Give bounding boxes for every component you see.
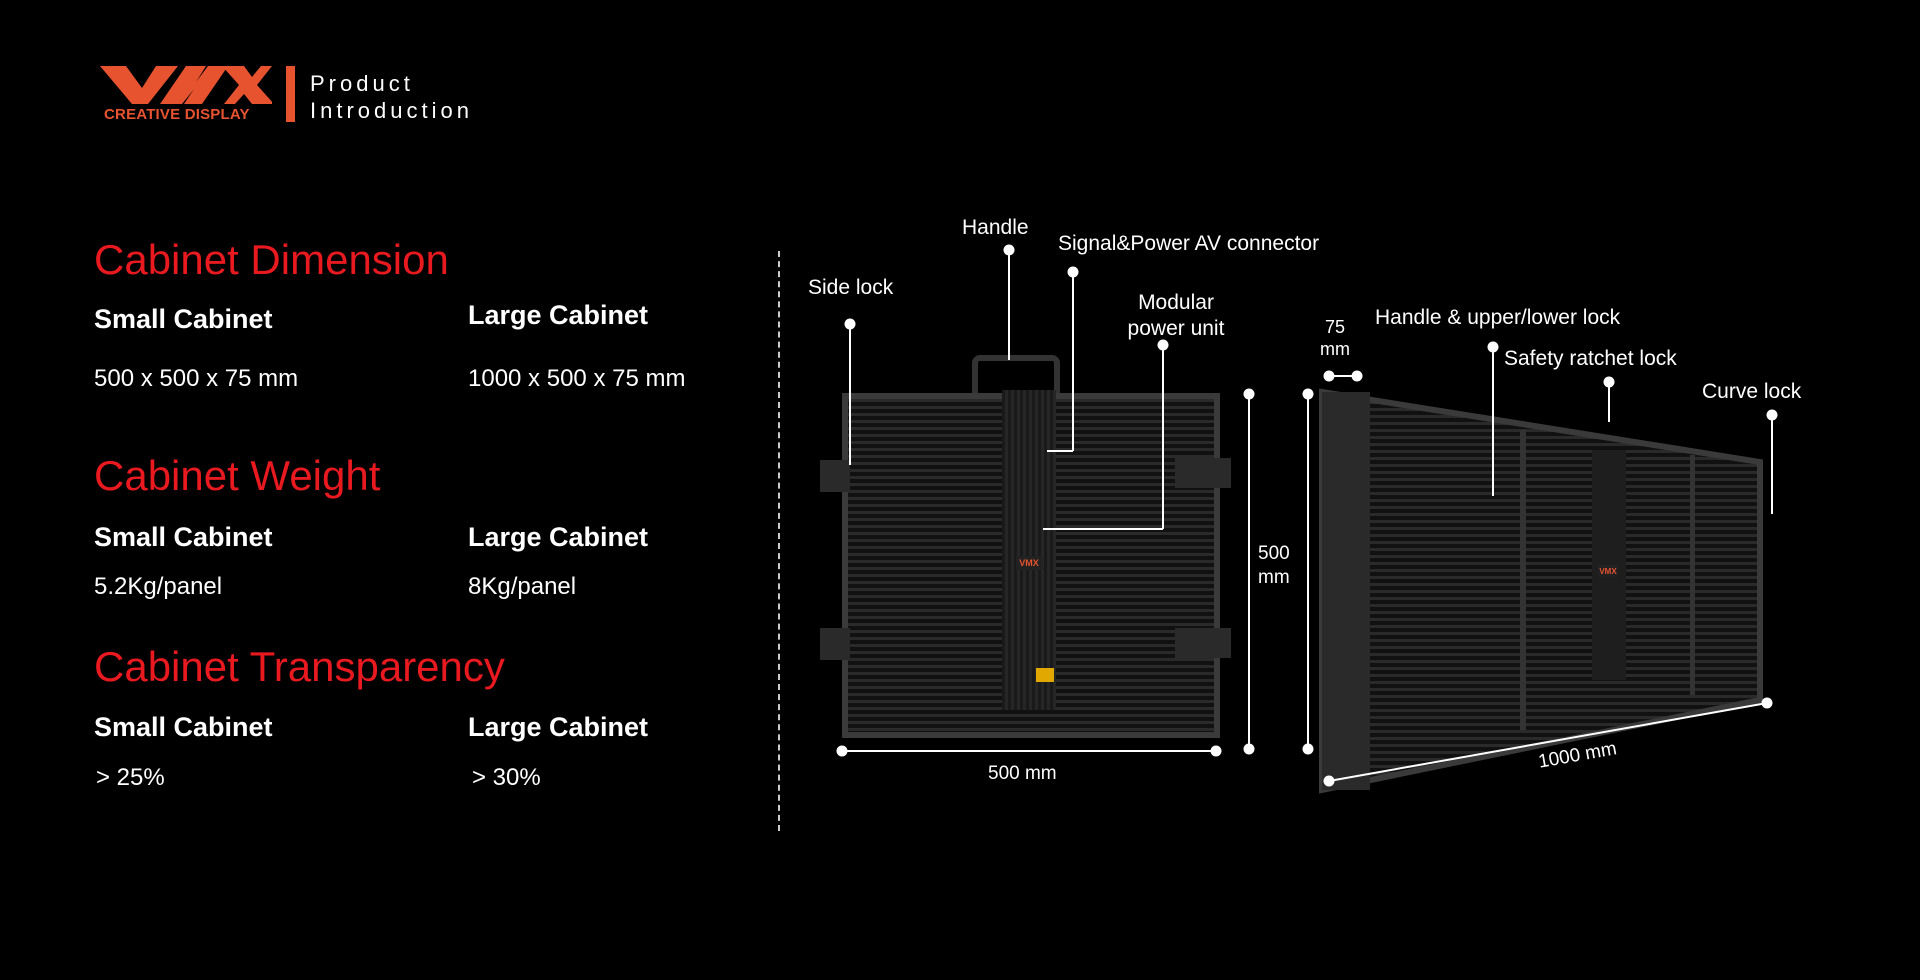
callout-line xyxy=(1047,450,1073,452)
callout-line xyxy=(1492,347,1494,496)
large-height-dimension-line xyxy=(1307,394,1309,749)
dimension-dot xyxy=(1302,743,1314,755)
callout-line xyxy=(1072,272,1074,451)
weight-heading: Cabinet Weight xyxy=(94,452,381,499)
dimension-dot xyxy=(1351,370,1363,382)
label-power-unit: Modular power unit xyxy=(1114,290,1238,342)
vmx-logo xyxy=(100,66,272,104)
label-ratchet-lock: Safety ratchet lock xyxy=(1504,347,1677,370)
power-unit-graphic xyxy=(1002,390,1056,710)
dimension-heading: Cabinet Dimension xyxy=(94,236,449,283)
label-side-lock: Side lock xyxy=(808,276,894,299)
weight-small-value: 5.2Kg/panel xyxy=(94,573,223,600)
callout-line xyxy=(1162,345,1164,529)
dimension-small-label: Small Cabinet xyxy=(94,304,273,334)
weight-large-label: Large Cabinet xyxy=(468,522,649,552)
label-small-width: 500 mm xyxy=(988,763,1057,784)
width-dimension-line xyxy=(842,750,1216,752)
label-connector: Signal&Power AV connector xyxy=(1058,232,1320,255)
depth-unit: mm xyxy=(1320,339,1350,359)
label-power-unit-line1: Modular xyxy=(1138,291,1214,314)
svg-text:VMX: VMX xyxy=(1599,567,1617,576)
label-handle: Handle xyxy=(962,216,1029,239)
curve-lock-graphic xyxy=(1175,458,1231,488)
dimension-large-label: Large Cabinet xyxy=(468,300,649,330)
transparency-small-value: > 25% xyxy=(96,764,165,791)
label-curve-lock: Curve lock xyxy=(1702,380,1802,403)
logo-subtitle: CREATIVE DISPLAY xyxy=(104,106,250,123)
title-line-2: Introduction xyxy=(310,98,473,123)
transparency-large-value: > 30% xyxy=(472,764,541,791)
callout-line xyxy=(1008,250,1010,360)
weight-small-label: Small Cabinet xyxy=(94,522,273,552)
depth-value: 75 xyxy=(1324,317,1346,337)
height-value: 500 xyxy=(1258,543,1290,564)
height-dimension-line xyxy=(1248,394,1250,749)
callout-line xyxy=(1771,415,1773,514)
dimension-large-value: 1000 x 500 x 75 mm xyxy=(468,365,686,392)
callout-line xyxy=(849,324,851,465)
height-unit: mm xyxy=(1258,567,1290,588)
dimension-small-value: 500 x 500 x 75 mm xyxy=(94,365,299,392)
label-small-height: 500 mm xyxy=(1258,542,1290,590)
transparency-large-label: Large Cabinet xyxy=(468,712,649,742)
dimension-dot xyxy=(1210,745,1222,757)
dimension-dot xyxy=(1761,697,1773,709)
side-lock-graphic xyxy=(820,460,850,492)
side-lock-graphic xyxy=(820,628,850,660)
logo-divider xyxy=(286,66,295,122)
dimension-dot xyxy=(1243,743,1255,755)
depth-dimension-line xyxy=(1329,375,1357,377)
curve-lock-graphic xyxy=(1175,628,1231,658)
large-cabinet-image: VMX xyxy=(1319,388,1763,794)
transparency-heading: Cabinet Transparency xyxy=(94,643,505,690)
transparency-small-label: Small Cabinet xyxy=(94,712,273,742)
handle-graphic xyxy=(972,355,1060,405)
label-depth: 75 mm xyxy=(1320,316,1350,360)
title-line-1: Product xyxy=(310,71,414,96)
weight-large-value: 8Kg/panel xyxy=(468,573,577,600)
page-title: Product Introduction xyxy=(310,70,473,124)
cabinet-badge: VMX xyxy=(1016,556,1042,570)
label-handle-lock: Handle & upper/lower lock xyxy=(1375,306,1621,329)
callout-line xyxy=(1043,528,1163,530)
callout-line xyxy=(1608,382,1610,422)
connector-label-graphic xyxy=(1036,668,1054,682)
dashed-divider xyxy=(778,251,780,831)
label-power-unit-line2: power unit xyxy=(1127,317,1225,340)
